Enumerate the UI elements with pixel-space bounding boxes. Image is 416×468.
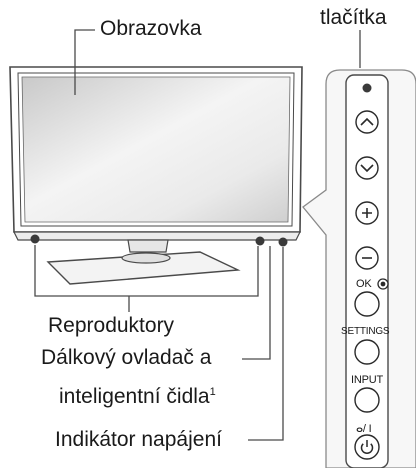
speakers-leader <box>34 245 259 297</box>
power-indicator-dot <box>278 237 288 247</box>
settings-label: SETTINGS <box>341 326 390 337</box>
button-panel-callout <box>302 69 416 468</box>
ok-label: OK <box>356 278 372 290</box>
speaker-left-dot <box>30 234 40 244</box>
speaker-right-dot <box>255 236 265 246</box>
button-ok[interactable] <box>354 291 380 317</box>
label-remote-line2: inteligentní čidla1 <box>59 385 216 409</box>
ok-target-center <box>380 281 386 287</box>
power-leader <box>248 247 284 441</box>
tv-stand-neck <box>127 239 169 253</box>
strip-top-dot <box>362 83 372 93</box>
power-icon <box>360 440 374 455</box>
remote-leader <box>242 246 271 360</box>
button-input[interactable] <box>354 387 380 413</box>
tv-screen <box>21 76 291 223</box>
screen-leader <box>74 29 95 95</box>
plus-icon <box>362 208 372 218</box>
tv-set <box>9 66 303 285</box>
footnote-marker: 1 <box>209 386 216 398</box>
power-label: ⴰ/ I <box>356 423 372 435</box>
label-remote-line2-text: inteligentní čidla <box>59 385 210 408</box>
input-label: INPUT <box>351 374 384 386</box>
button-strip <box>345 74 389 468</box>
button-settings[interactable] <box>354 339 380 365</box>
button-up[interactable] <box>355 110 379 134</box>
tv-stand-hub <box>121 252 171 264</box>
label-power-indicator: Indikátor napájení <box>55 428 222 451</box>
tv-bottom-edge <box>13 231 301 241</box>
label-remote-line1: Dálkový ovladač a <box>41 346 212 369</box>
label-speakers: Reproduktory <box>48 314 175 337</box>
label-buttons: tlačítka <box>320 6 387 29</box>
chevron-down-icon <box>360 164 374 173</box>
chevron-up-icon <box>360 117 374 126</box>
label-screen: Obrazovka <box>100 17 202 40</box>
leader-lines <box>34 29 361 441</box>
button-down[interactable] <box>355 156 379 180</box>
